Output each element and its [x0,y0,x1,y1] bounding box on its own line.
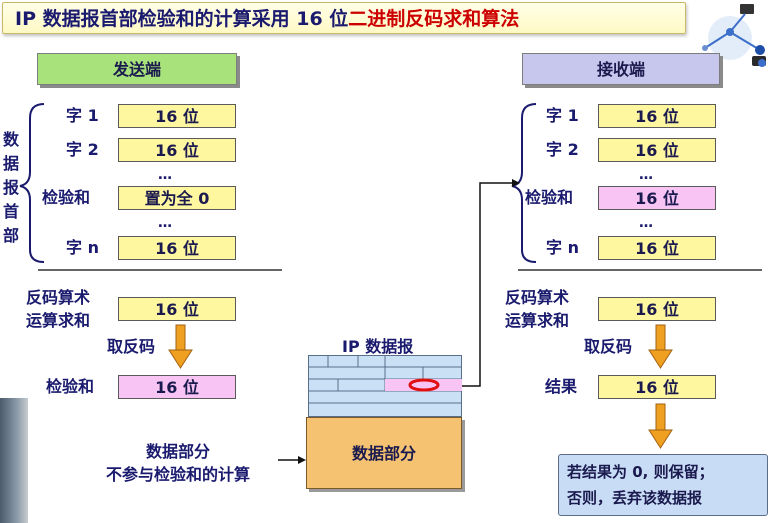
packet-to-receiver-arrowhead [512,179,520,187]
sender-header-brace [20,104,44,262]
receiver-result-arrow [649,404,672,448]
receiver-invert-arrow [649,325,672,368]
packet-to-receiver-line [462,183,512,386]
note-to-payload-arrowhead [298,456,306,464]
sender-invert-arrow [169,325,192,368]
